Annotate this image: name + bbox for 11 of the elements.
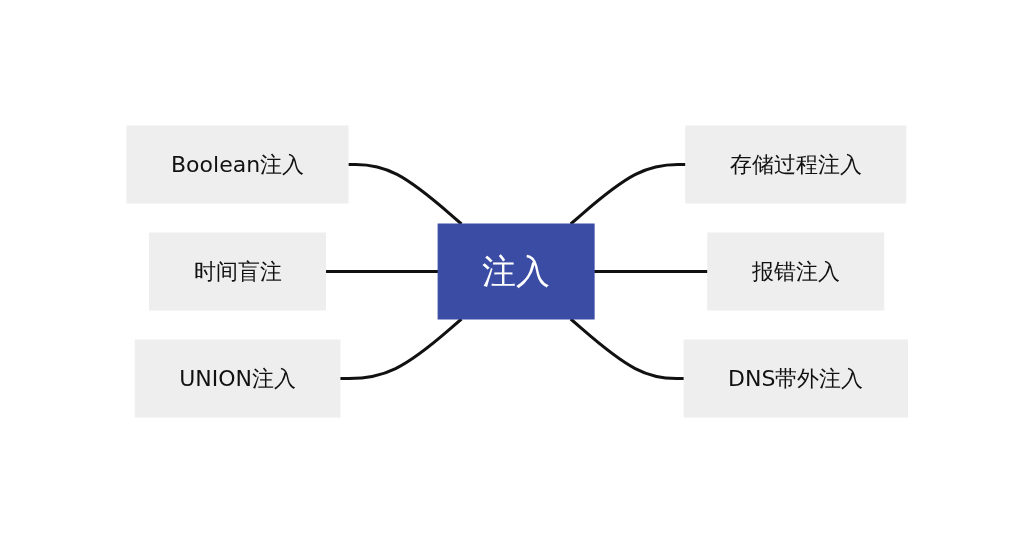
connector xyxy=(325,270,438,273)
node-box: DNS带外注入 xyxy=(683,339,908,418)
node-box: 报错注入 xyxy=(707,232,885,311)
node-box: UNION注入 xyxy=(134,339,341,418)
node-box: Boolean注入 xyxy=(126,125,349,204)
connector xyxy=(347,163,463,226)
node-box: 时间盲注 xyxy=(148,232,326,311)
node-box: 存储过程注入 xyxy=(685,125,907,204)
node-box: 注入 xyxy=(437,223,595,320)
connector xyxy=(593,270,708,273)
connector xyxy=(569,163,686,226)
